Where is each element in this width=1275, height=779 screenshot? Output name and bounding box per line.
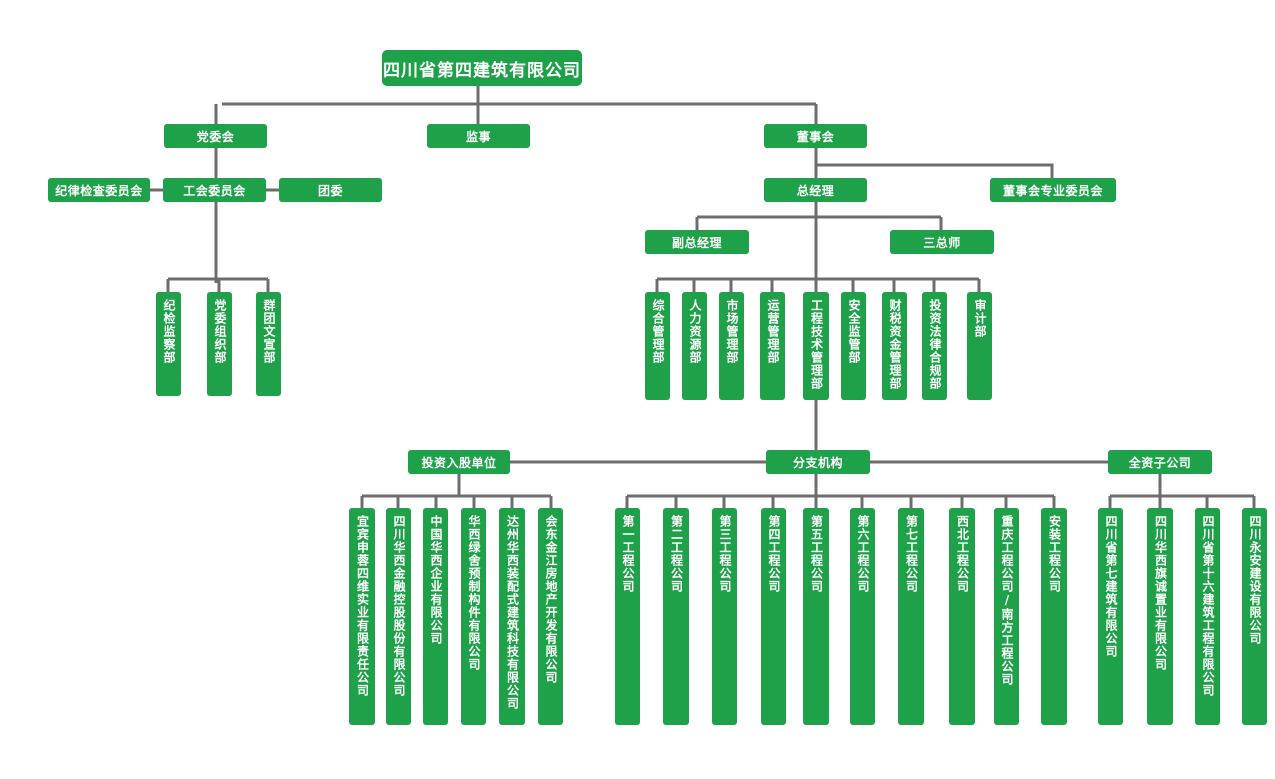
invested-unit-label: 中国华西企业有限公司 (429, 515, 443, 645)
subsidiary-label: 四川永安建设有限公司 (1248, 515, 1262, 645)
branch-node: 第四工程公司 (761, 508, 786, 725)
invested-unit-label: 宜宾申蓉四维实业有限责任公司 (355, 515, 370, 697)
invested-unit-node: 达州华西装配式建筑科技有限公司 (499, 508, 525, 725)
deputy-gm-node: 副总经理 (645, 230, 749, 254)
youth-league-node: 团委 (279, 178, 382, 202)
department-node: 人力资源部 (682, 292, 707, 400)
connector (1108, 474, 1256, 508)
branch-label: 第六工程公司 (856, 515, 870, 593)
subsidiary-node: 四川华西旗诚置业有限公司 (1147, 508, 1173, 725)
branch-label: 安装工程公司 (1047, 515, 1062, 593)
subsidiary-node: 四川永安建设有限公司 (1242, 508, 1267, 725)
union-node: 工会委员会 (163, 178, 266, 202)
invested-unit-label: 会东金江房地产开发有限公司 (544, 515, 558, 684)
connector (655, 277, 981, 292)
branch-label: 西北工程公司 (955, 515, 970, 593)
mass-culture-dept-node: 群团文宣部 (256, 292, 281, 396)
department-node: 审计部 (967, 292, 992, 400)
connector (695, 215, 943, 230)
branch-label: 第二工程公司 (669, 515, 684, 593)
department-node: 工程技术管理部 (803, 292, 829, 400)
mass-culture-dept-label: 群团文宣部 (262, 299, 276, 364)
branch-node: 重庆工程公司/南方工程公司 (994, 508, 1019, 725)
party-org-dept-label: 党委组织部 (213, 299, 227, 364)
board-node: 董事会 (764, 124, 867, 148)
invested-unit-node: 宜宾申蓉四维实业有限责任公司 (349, 508, 375, 725)
branch-node: 第一工程公司 (615, 508, 640, 725)
invested-unit-node: 中国华西企业有限公司 (423, 508, 448, 725)
branch-node: 第七工程公司 (898, 508, 924, 725)
department-node: 安全监管部 (841, 292, 866, 400)
branch-node: 第六工程公司 (850, 508, 875, 725)
branches-header: 分支机构 (766, 450, 870, 474)
department-node: 综合管理部 (645, 292, 670, 400)
subsidiaries-header: 全资子公司 (1108, 450, 1212, 474)
party-committee-node: 党委会 (164, 124, 267, 148)
department-label: 安全监管部 (847, 299, 861, 364)
department-label: 综合管理部 (651, 299, 665, 364)
subsidiary-label: 四川省第十六建筑工程有限公司 (1201, 515, 1215, 697)
invested-unit-label: 四川华西金融控股股份有限公司 (392, 515, 406, 697)
department-node: 投资法律合规部 (922, 292, 947, 400)
department-node: 市场管理部 (719, 292, 744, 400)
branch-label: 第七工程公司 (904, 515, 919, 593)
board-committees-node: 董事会专业委员会 (990, 178, 1116, 202)
discipline-dept-node: 纪检监察部 (156, 292, 181, 396)
root-company: 四川省第四建筑有限公司 (382, 50, 582, 86)
three-chiefs-node: 三总师 (890, 230, 994, 254)
branch-label: 第五工程公司 (809, 515, 824, 593)
subsidiary-label: 四川华西旗诚置业有限公司 (1153, 515, 1168, 671)
department-label: 财税资金管理部 (888, 299, 902, 390)
branch-label: 第四工程公司 (767, 515, 781, 593)
branch-node: 西北工程公司 (949, 508, 975, 725)
connector (214, 70, 818, 124)
party-org-dept-node: 党委组织部 (207, 292, 232, 396)
department-label: 工程技术管理部 (809, 299, 824, 390)
branch-node: 第五工程公司 (803, 508, 829, 725)
branch-label: 第一工程公司 (621, 515, 635, 593)
subsidiary-node: 四川省第十六建筑工程有限公司 (1195, 508, 1220, 725)
invested-unit-node: 四川华西金融控股股份有限公司 (386, 508, 411, 725)
invested-unit-node: 会东金江房地产开发有限公司 (538, 508, 563, 725)
connector (150, 148, 279, 292)
invested-unit-label: 达州华西装配式建筑科技有限公司 (505, 515, 520, 710)
invested-unit-node: 华西绿舍预制构件有限公司 (461, 508, 486, 725)
department-label: 投资法律合规部 (928, 299, 942, 390)
subsidiary-label: 四川省第七建筑有限公司 (1104, 515, 1118, 658)
department-label: 市场管理部 (725, 299, 739, 364)
department-node: 运营管理部 (760, 292, 785, 400)
branch-label: 第三工程公司 (718, 515, 732, 593)
department-label: 人力资源部 (688, 299, 702, 364)
department-label: 审计部 (973, 299, 987, 338)
supervisor-node: 监事 (427, 124, 530, 148)
branch-node: 第二工程公司 (663, 508, 689, 725)
branch-node: 安装工程公司 (1041, 508, 1067, 725)
invested-units-header: 投资入股单位 (408, 450, 510, 474)
connector (625, 474, 1056, 508)
discipline-committee-node: 纪律检查委员会 (48, 178, 150, 202)
general-manager-node: 总经理 (764, 178, 867, 202)
subsidiary-node: 四川省第七建筑有限公司 (1098, 508, 1123, 725)
department-label: 运营管理部 (766, 299, 780, 364)
branch-node: 第三工程公司 (712, 508, 737, 725)
branch-label: 重庆工程公司/南方工程公司 (1000, 515, 1014, 686)
invested-unit-label: 华西绿舍预制构件有限公司 (467, 515, 481, 671)
discipline-dept-label: 纪检监察部 (162, 299, 176, 364)
department-node: 财税资金管理部 (882, 292, 907, 400)
connector (360, 474, 553, 508)
